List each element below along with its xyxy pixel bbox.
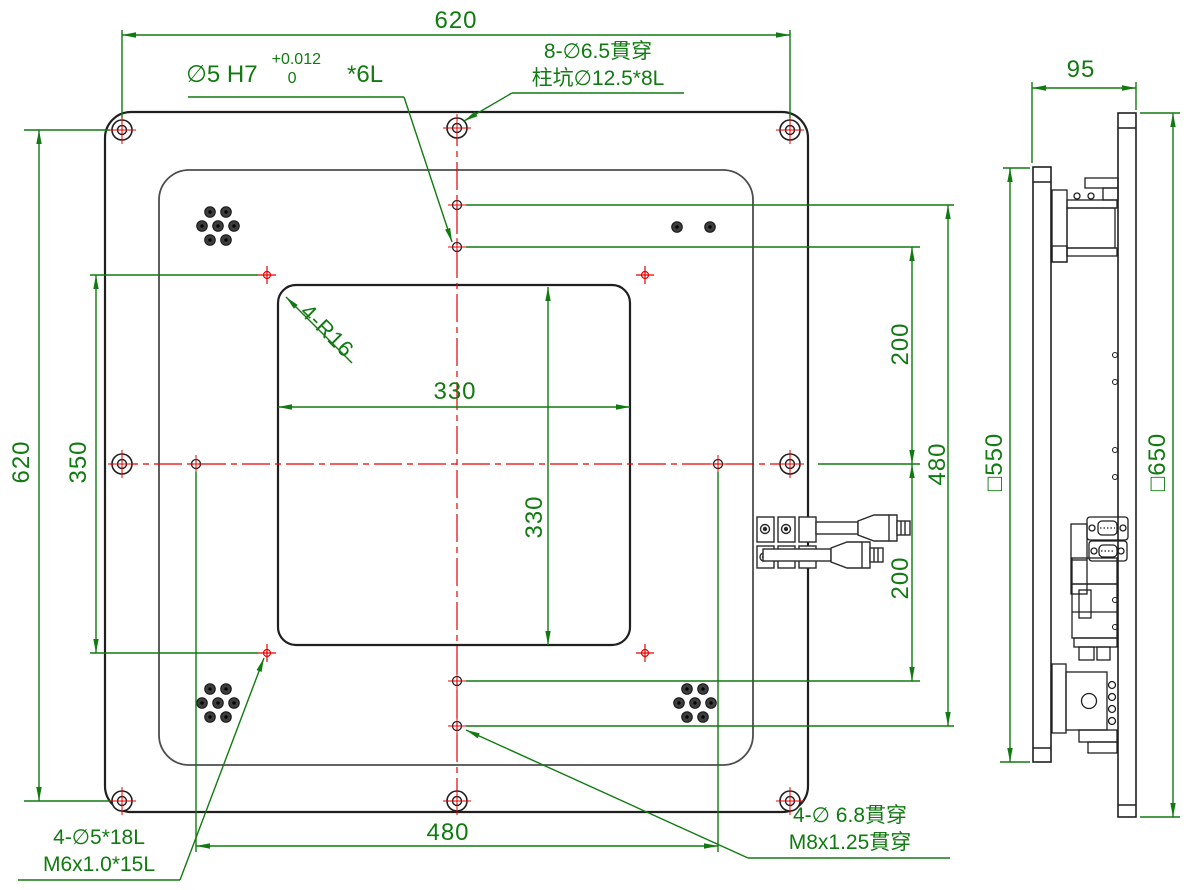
dowel-hole-note: 4-∅5*18L M6x1.0*15L	[18, 824, 180, 878]
inner-plate-outline	[158, 169, 754, 766]
dim-95-label: 95	[1066, 56, 1096, 83]
thread-hole-note: 4-∅ 6.8貫穿 M8x1.25貫穿	[748, 802, 952, 856]
cable-1	[815, 521, 859, 535]
side-plate-550	[1032, 166, 1052, 763]
dim-330-horizontal-label: 330	[433, 378, 477, 405]
front-view	[103, 110, 911, 816]
counterbore-note-line1: 8-∅6.5貫穿	[543, 40, 653, 63]
counterbore-note: 8-∅6.5貫穿 柱坑∅12.5*8L	[512, 38, 684, 92]
dowel-hole-note-line1: 4-∅5*18L	[53, 826, 145, 849]
plug-2	[830, 541, 871, 569]
dim-200-upper-label: 200	[887, 322, 914, 366]
tolerance-lower: 0	[287, 70, 297, 87]
dimension-lines	[24, 30, 1180, 852]
center-opening-outline	[276, 283, 632, 647]
side-bottom-motor-assembly	[1051, 557, 1118, 754]
dim-480-bottom-label: 480	[426, 819, 470, 846]
side-plate-650	[1117, 112, 1137, 818]
dim-650-label: □650	[1144, 432, 1171, 492]
tolerance-upper: +0.012	[271, 51, 321, 68]
thread-hole-note-line1: 4-∅ 6.8貫穿	[793, 804, 907, 827]
dim-550-label: □550	[981, 432, 1008, 492]
dim-620-left-label: 620	[8, 440, 35, 484]
dim-350-label: 350	[65, 440, 92, 484]
dim-330-vertical-label: 330	[521, 495, 548, 539]
dowel-tolerance-note: ∅5 H7 +0.012 0 *6L	[186, 50, 383, 88]
leader-lines	[18, 92, 950, 881]
dim-200-lower-label: 200	[887, 556, 914, 600]
side-view	[1032, 112, 1137, 818]
tolerance-diameter: ∅5 H7	[186, 61, 258, 88]
cable-2	[762, 548, 832, 562]
tolerance-stack: +0.012 0	[272, 50, 321, 88]
side-dsub-connectors	[1070, 516, 1129, 595]
dim-480-right-label: 480	[924, 442, 951, 486]
side-top-carriage	[1051, 177, 1119, 263]
cable-connectors	[756, 514, 911, 569]
plug-1	[857, 514, 898, 542]
counterbore-note-line2: 柱坑∅12.5*8L	[531, 67, 665, 90]
thread-hole-note-line2: M8x1.25貫穿	[788, 831, 912, 854]
centerlines	[110, 118, 802, 808]
dowel-hole-note-line2: M6x1.0*15L	[42, 853, 156, 876]
tolerance-depth: *6L	[347, 61, 384, 88]
dim-620-top-label: 620	[434, 7, 478, 34]
